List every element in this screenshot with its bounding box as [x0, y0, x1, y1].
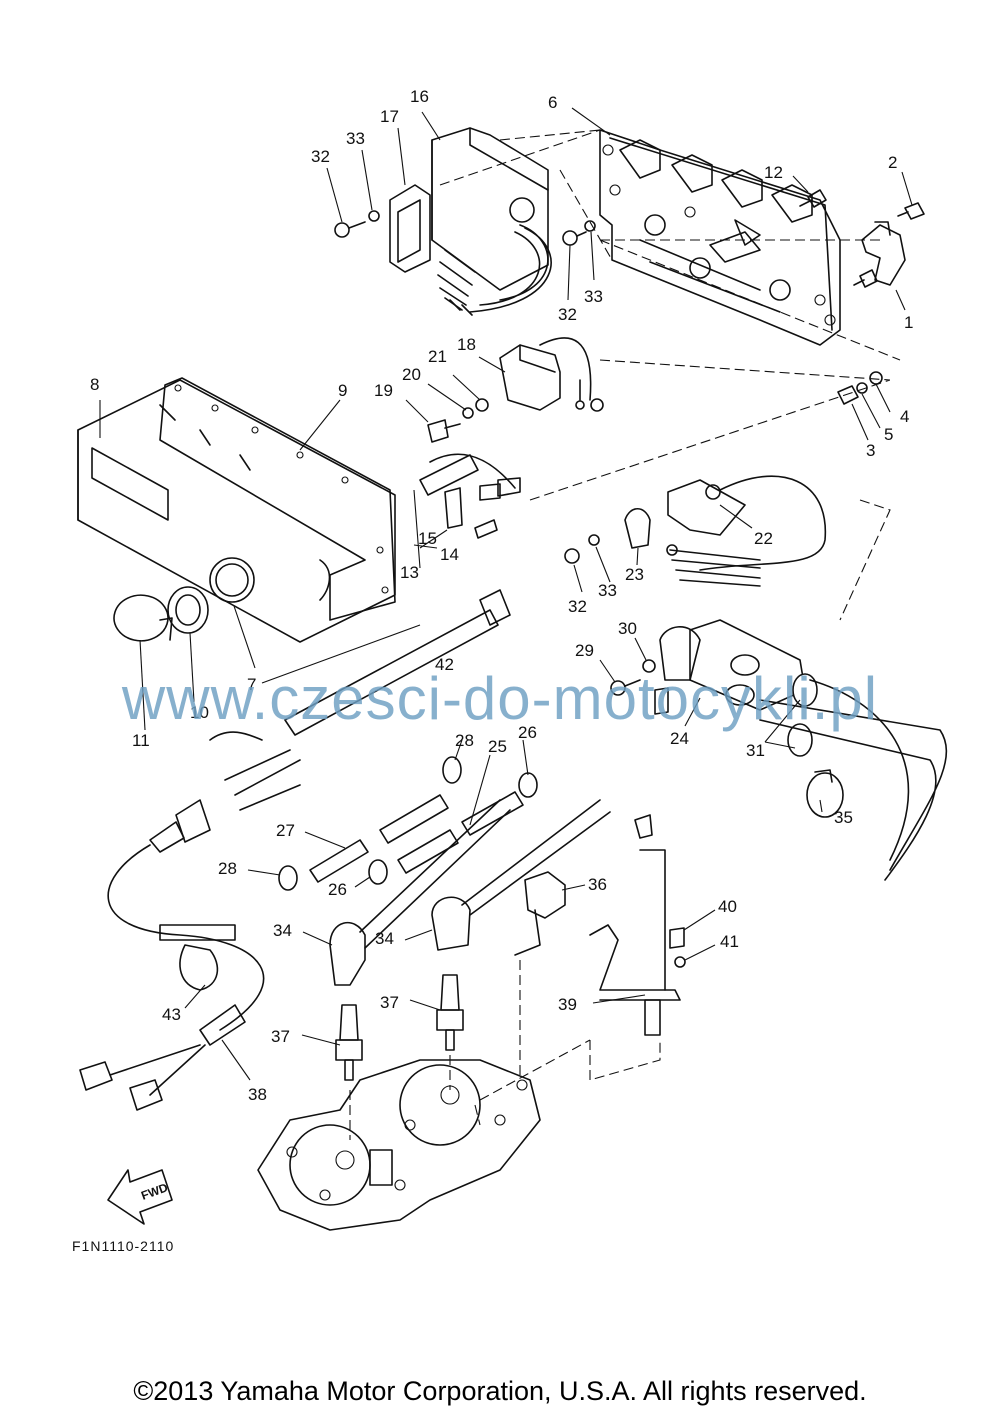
callout-37-left: 37 — [271, 1027, 290, 1046]
fwd-label: FWD — [139, 1180, 170, 1203]
callout-34-right: 34 — [375, 929, 394, 948]
bracket — [861, 221, 906, 286]
cylinder-head — [257, 1059, 541, 1231]
callout-14: 14 — [440, 545, 459, 564]
tubes — [309, 791, 524, 883]
spark-plug-left — [335, 1004, 363, 1081]
callout-15: 15 — [418, 529, 437, 548]
callout-32-top: 32 — [311, 147, 330, 166]
spark-plug-cap-right — [431, 799, 611, 951]
spark-plug-right — [436, 974, 464, 1051]
callout-26-top: 26 — [518, 723, 537, 742]
callout-6: 6 — [548, 93, 557, 112]
bolt-29 — [610, 679, 641, 696]
callout-3: 3 — [866, 441, 875, 460]
callout-9: 9 — [338, 381, 347, 400]
gasket — [159, 377, 396, 621]
callout-32-right: 32 — [568, 597, 587, 616]
callout-28-bottom: 28 — [218, 859, 237, 878]
screw-32-mid — [562, 220, 596, 246]
callout-17: 17 — [380, 107, 399, 126]
callout-1: 1 — [904, 313, 913, 332]
callout-4: 4 — [900, 407, 909, 426]
bolt-40 — [669, 927, 685, 949]
callout-30: 30 — [618, 619, 637, 638]
callout-7: 7 — [247, 675, 256, 694]
bracket-39 — [589, 814, 681, 1036]
spark-plug-cap-left — [329, 799, 511, 986]
sensor-36 — [514, 871, 566, 956]
callout-38: 38 — [248, 1085, 267, 1104]
callout-33-right: 33 — [598, 581, 617, 600]
callout-22: 22 — [754, 529, 773, 548]
callout-41: 41 — [720, 932, 739, 951]
clamp-23 — [624, 507, 651, 549]
callout-8: 8 — [90, 375, 99, 394]
callout-36: 36 — [588, 875, 607, 894]
callout-33-mid: 33 — [584, 287, 603, 306]
rectifier-regulator — [499, 337, 604, 412]
callout-23: 23 — [625, 565, 644, 584]
wire-harness-38 — [79, 731, 301, 1111]
grommet-10 — [167, 586, 209, 634]
callout-2: 2 — [888, 153, 897, 172]
bolt-1 — [853, 269, 878, 288]
callout-26-bottom: 26 — [328, 880, 347, 899]
copyright-notice: ©2013 Yamaha Motor Corporation, U.S.A. A… — [133, 1376, 867, 1406]
washer-21 — [475, 398, 489, 412]
callout-42: 42 — [435, 655, 454, 674]
callout-12: 12 — [764, 163, 783, 182]
high-tension-cord-42 — [284, 589, 511, 736]
washer-20 — [462, 407, 474, 419]
callout-20: 20 — [402, 365, 421, 384]
bolt-19 — [427, 419, 461, 443]
cap — [113, 594, 173, 642]
callout-10: 10 — [190, 703, 209, 722]
callout-21: 21 — [428, 347, 447, 366]
washer-30 — [642, 659, 656, 673]
bolt-12 — [799, 189, 827, 208]
callout-40: 40 — [718, 897, 737, 916]
callout-34-left: 34 — [273, 921, 292, 940]
callout-28-top: 28 — [455, 731, 474, 750]
electrical-box-base — [599, 129, 841, 346]
band-43 — [179, 944, 219, 991]
wire-harness-22 — [666, 475, 827, 587]
callout-18: 18 — [457, 335, 476, 354]
callout-35: 35 — [834, 808, 853, 827]
callout-13: 13 — [400, 563, 419, 582]
callout-24: 24 — [670, 729, 689, 748]
bolt-2 — [897, 202, 925, 220]
collar — [654, 687, 669, 715]
fuse-holder — [419, 453, 521, 539]
cdi-unit — [431, 127, 552, 316]
callout-43: 43 — [162, 1005, 181, 1024]
callout-16: 16 — [410, 87, 429, 106]
callout-37-right: 37 — [380, 993, 399, 1012]
callout-29: 29 — [575, 641, 594, 660]
callout-32-mid: 32 — [558, 305, 577, 324]
callout-39: 39 — [558, 995, 577, 1014]
callout-25: 25 — [488, 737, 507, 756]
screw-32-right — [564, 534, 600, 564]
leader-lines — [99, 107, 913, 1081]
diagram-code: F1N1110-2110 — [72, 1238, 175, 1254]
callout-numbers: 2 1 3 4 5 6 7 8 9 10 11 12 13 14 15 16 1… — [90, 87, 913, 1104]
callout-31: 31 — [746, 741, 765, 760]
ignition-coil — [659, 619, 948, 881]
clamps — [278, 756, 844, 891]
callout-5: 5 — [884, 425, 893, 444]
electrical-box-cover — [77, 379, 396, 643]
callout-19: 19 — [374, 381, 393, 400]
callout-33-top: 33 — [346, 129, 365, 148]
holder — [389, 184, 431, 273]
fwd-arrow-icon: FWD — [107, 1169, 173, 1225]
screw-32-top — [334, 210, 380, 238]
callout-11: 11 — [132, 731, 150, 750]
callout-27: 27 — [276, 821, 295, 840]
washer-41 — [674, 956, 686, 968]
